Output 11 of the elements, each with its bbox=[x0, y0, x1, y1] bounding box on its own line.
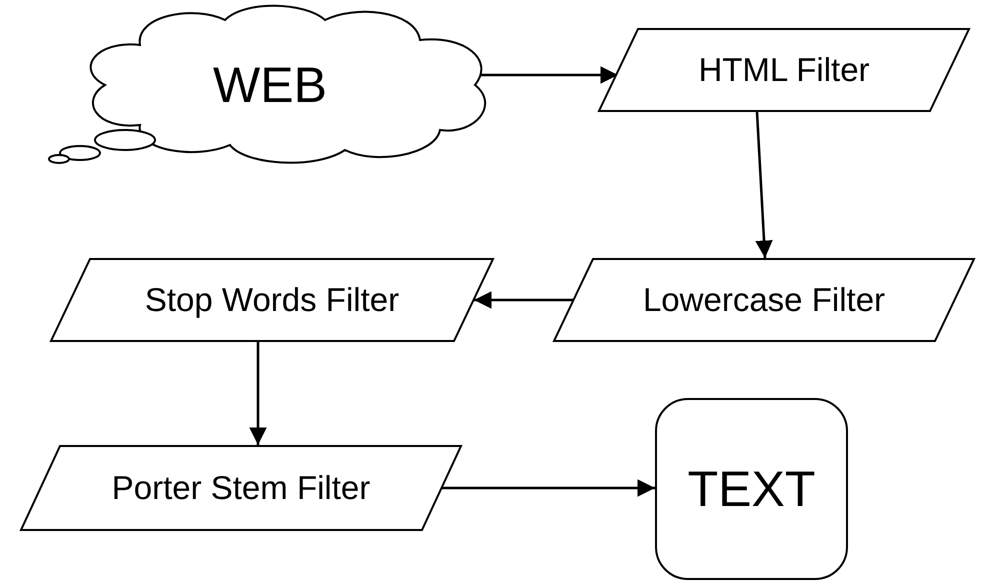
arrow bbox=[249, 342, 267, 445]
node-label: WEB bbox=[213, 56, 327, 114]
node-label: Lowercase Filter bbox=[642, 281, 886, 319]
arrow bbox=[442, 479, 655, 497]
arrow bbox=[474, 291, 573, 309]
node-label: HTML Filter bbox=[698, 51, 870, 89]
arrow bbox=[481, 66, 618, 84]
node-label: Porter Stem Filter bbox=[112, 469, 370, 507]
arrow bbox=[755, 112, 773, 258]
node-label: Stop Words Filter bbox=[144, 281, 400, 319]
node-label: TEXT bbox=[688, 460, 816, 518]
